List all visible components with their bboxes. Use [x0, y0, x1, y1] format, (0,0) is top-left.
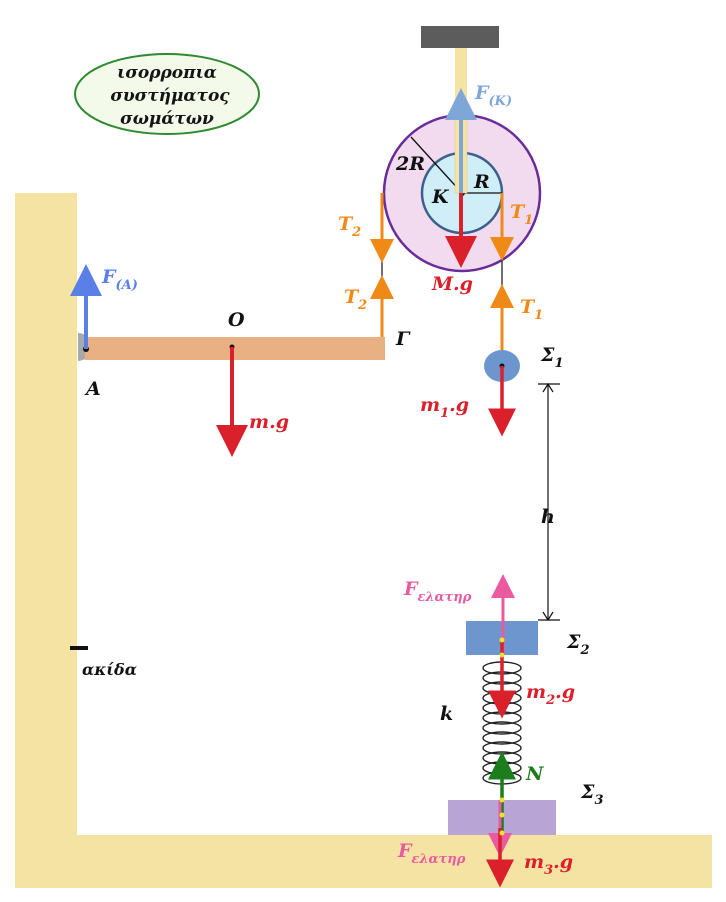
label-R: R	[473, 171, 490, 193]
label-Mg: M.g	[431, 273, 473, 295]
label-O: O	[228, 309, 245, 331]
title-line-3: σωμάτων	[120, 109, 214, 129]
label-Sigma1: Σ1	[540, 344, 563, 371]
label-FK: F(K)	[474, 82, 512, 109]
title-line-1: ισορροπια	[117, 63, 217, 83]
label-m2g: m2.g	[526, 681, 575, 708]
label-m3g: m3.g	[524, 851, 573, 878]
label-Sigma2: Σ2	[566, 631, 589, 658]
label-2R: 2R	[395, 153, 425, 175]
label-F-spring-bottom: Fελατηρ	[397, 840, 466, 867]
wall-and-floor	[15, 193, 712, 888]
label-F-spring-top: Fελατηρ	[403, 578, 472, 605]
ceiling-mount	[421, 26, 499, 48]
label-h: h	[541, 506, 555, 528]
label-T1-lower: T1	[520, 296, 543, 323]
label-T1-upper: T1	[510, 201, 533, 228]
rod	[85, 337, 385, 360]
label-N: N	[525, 763, 544, 785]
title-ellipse: ισορροπια συστήματος σωμάτων	[74, 53, 260, 135]
label-k: k	[440, 703, 453, 725]
label-A: A	[84, 378, 101, 400]
label-T2-upper: T2	[338, 213, 361, 240]
title-line-2: συστήματος	[110, 86, 230, 106]
label-m1g: m1.g	[420, 394, 469, 421]
label-T2-lower: T2	[344, 286, 367, 313]
label-FA: F(A)	[101, 266, 138, 293]
contact-dots	[499, 637, 505, 836]
label-mg: m.g	[249, 411, 289, 433]
label-akida: ακίδα	[82, 660, 137, 679]
label-K: K	[431, 186, 450, 208]
label-Gamma: Γ	[395, 328, 411, 350]
label-Sigma3: Σ3	[580, 781, 603, 808]
